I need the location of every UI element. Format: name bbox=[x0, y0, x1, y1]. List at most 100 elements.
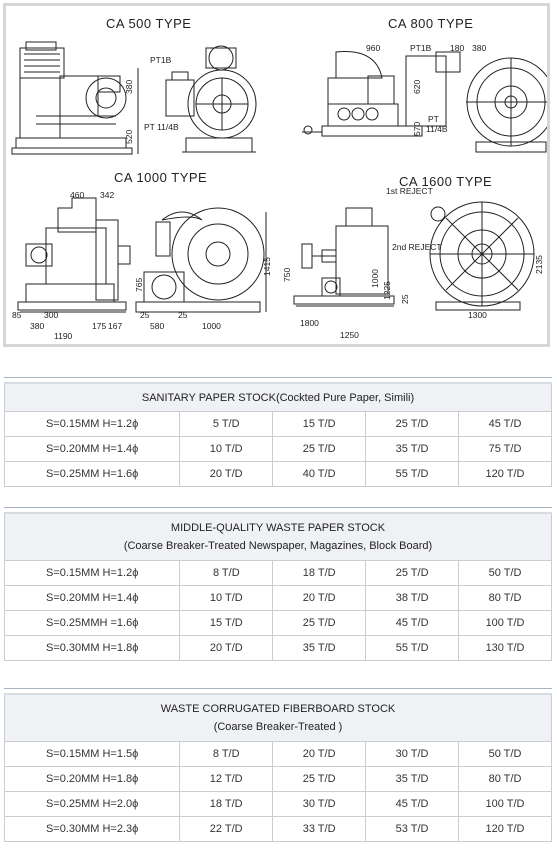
dim-label: 960 bbox=[366, 43, 381, 53]
value-cell: 33 T/D bbox=[272, 816, 367, 842]
value-cell: 55 T/D bbox=[365, 635, 460, 661]
table-row: S=0.15MM H=1.2ϕ 8 T/D 18 T/D 25 T/D 50 T… bbox=[3, 560, 552, 586]
value-cell: 75 T/D bbox=[458, 436, 552, 462]
ca500-title: CA 500 TYPE bbox=[106, 16, 192, 31]
table-title: SANITARY PAPER STOCK(Cockted Pure Paper,… bbox=[4, 382, 552, 412]
table-row: S=0.15MM H=1.2ϕ 5 T/D 15 T/D 25 T/D 45 T… bbox=[3, 411, 552, 437]
value-cell: 55 T/D bbox=[365, 461, 460, 487]
value-cell: 35 T/D bbox=[365, 436, 460, 462]
dim-label: 167 bbox=[108, 321, 123, 331]
table-row: S=0.20MM H=1.4ϕ 10 T/D 20 T/D 38 T/D 80 … bbox=[3, 585, 552, 611]
table-title-cell: WASTE CORRUGATED FIBERBOARD STOCK (Coars… bbox=[4, 693, 552, 742]
dim-label: PT bbox=[428, 114, 439, 124]
dim-label: 1415 bbox=[262, 257, 272, 276]
dim-label: 1250 bbox=[340, 330, 359, 340]
dim-label: 580 bbox=[150, 321, 165, 331]
value-cell: 45 T/D bbox=[458, 411, 552, 437]
condition-cell: S=0.20MM H=1.8ϕ bbox=[3, 766, 181, 792]
technical-drawing-panel: CA 500 TYPE CA 800 TYPE CA 1000 TYPE CA … bbox=[3, 3, 550, 347]
dim-label: 1st REJECT bbox=[386, 186, 433, 196]
table-divider bbox=[4, 688, 552, 689]
ca500-side-view bbox=[11, 41, 139, 155]
value-cell: 35 T/D bbox=[365, 766, 460, 792]
dim-label: PT 11/4B bbox=[144, 122, 179, 132]
value-cell: 8 T/D bbox=[179, 741, 274, 767]
value-cell: 25 T/D bbox=[272, 436, 367, 462]
dim-label: PT1B bbox=[410, 43, 432, 53]
ca1600-title: CA 1600 TYPE bbox=[399, 174, 493, 189]
table-subtitle: (Coarse Breaker-Treated ) bbox=[213, 721, 343, 733]
dim-label: 570 bbox=[412, 121, 422, 136]
dim-label: 2nd REJECT bbox=[392, 242, 442, 252]
value-cell: 5 T/D bbox=[179, 411, 274, 437]
middle-quality-table: MIDDLE-QUALITY WASTE PAPER STOCK (Coarse… bbox=[3, 512, 552, 661]
value-cell: 30 T/D bbox=[365, 741, 460, 767]
value-cell: 35 T/D bbox=[272, 635, 367, 661]
dim-label: 460 bbox=[70, 190, 85, 200]
value-cell: 18 T/D bbox=[272, 560, 367, 586]
dim-label: 1190 bbox=[54, 331, 73, 341]
dim-label: 342 bbox=[100, 190, 115, 200]
value-cell: 45 T/D bbox=[365, 791, 460, 817]
condition-cell: S=0.30MM H=2.3ϕ bbox=[3, 816, 181, 842]
condition-cell: S=0.30MM H=1.8ϕ bbox=[3, 635, 181, 661]
ca1000-front-view bbox=[135, 207, 267, 313]
dim-label: 1800 bbox=[300, 318, 319, 328]
ca800-side-view bbox=[302, 51, 447, 137]
machine-drawings bbox=[11, 41, 547, 313]
dim-label: 765 bbox=[134, 277, 144, 292]
table-divider bbox=[4, 377, 552, 378]
dim-label: 1300 bbox=[468, 310, 487, 320]
table-row: S=0.20MM H=1.4ϕ 10 T/D 25 T/D 35 T/D 75 … bbox=[3, 436, 552, 462]
condition-cell: S=0.25MM H=1.6ϕ bbox=[3, 461, 181, 487]
table-row: S=0.15MM H=1.5ϕ 8 T/D 20 T/D 30 T/D 50 T… bbox=[3, 741, 552, 767]
value-cell: 25 T/D bbox=[365, 560, 460, 586]
condition-cell: S=0.25MMH =1.6ϕ bbox=[3, 610, 181, 636]
table-title: MIDDLE-QUALITY WASTE PAPER STOCK bbox=[170, 522, 386, 534]
ca1000-side-view bbox=[17, 197, 131, 313]
value-cell: 50 T/D bbox=[458, 560, 552, 586]
ca500-front-view bbox=[165, 45, 257, 153]
value-cell: 40 T/D bbox=[272, 461, 367, 487]
condition-cell: S=0.25MM H=2.0ϕ bbox=[3, 791, 181, 817]
dim-label: 1225 bbox=[382, 281, 392, 300]
dim-label: 380 bbox=[124, 79, 134, 94]
condition-cell: S=0.20MM H=1.4ϕ bbox=[3, 585, 181, 611]
condition-cell: S=0.15MM H=1.2ϕ bbox=[3, 560, 181, 586]
table-row: S=0.25MMH =1.6ϕ 15 T/D 25 T/D 45 T/D 100… bbox=[3, 610, 552, 636]
value-cell: 120 T/D bbox=[458, 816, 552, 842]
dim-label: 11/4B bbox=[426, 124, 448, 134]
ca1600-side-view bbox=[293, 207, 395, 307]
value-cell: 12 T/D bbox=[179, 766, 274, 792]
value-cell: 100 T/D bbox=[458, 791, 552, 817]
value-cell: 20 T/D bbox=[179, 635, 274, 661]
value-cell: 50 T/D bbox=[458, 741, 552, 767]
dim-label: 175 bbox=[92, 321, 107, 331]
table-title: WASTE CORRUGATED FIBERBOARD STOCK bbox=[160, 703, 396, 715]
ca1000-title: CA 1000 TYPE bbox=[114, 170, 208, 185]
value-cell: 20 T/D bbox=[179, 461, 274, 487]
dim-label: 750 bbox=[282, 267, 292, 282]
value-cell: 22 T/D bbox=[179, 816, 274, 842]
dim-label: 85 bbox=[12, 310, 22, 320]
value-cell: 120 T/D bbox=[458, 461, 552, 487]
table-row: S=0.30MM H=2.3ϕ 22 T/D 33 T/D 53 T/D 120… bbox=[3, 816, 552, 842]
value-cell: 80 T/D bbox=[458, 585, 552, 611]
waste-corrugated-table: WASTE CORRUGATED FIBERBOARD STOCK (Coars… bbox=[3, 693, 552, 842]
value-cell: 38 T/D bbox=[365, 585, 460, 611]
value-cell: 80 T/D bbox=[458, 766, 552, 792]
dim-label: 300 bbox=[44, 310, 59, 320]
value-cell: 25 T/D bbox=[272, 610, 367, 636]
value-cell: 130 T/D bbox=[458, 635, 552, 661]
value-cell: 10 T/D bbox=[179, 436, 274, 462]
dim-label: 620 bbox=[412, 79, 422, 94]
value-cell: 20 T/D bbox=[272, 585, 367, 611]
value-cell: 53 T/D bbox=[365, 816, 460, 842]
dim-label: 1000 bbox=[202, 321, 221, 331]
dim-label: 25 bbox=[178, 310, 188, 320]
value-cell: 20 T/D bbox=[272, 741, 367, 767]
sanitary-paper-table: SANITARY PAPER STOCK(Cockted Pure Paper,… bbox=[3, 382, 552, 487]
value-cell: 25 T/D bbox=[272, 766, 367, 792]
ca800-title: CA 800 TYPE bbox=[388, 16, 474, 31]
condition-cell: S=0.15MM H=1.2ϕ bbox=[3, 411, 181, 437]
